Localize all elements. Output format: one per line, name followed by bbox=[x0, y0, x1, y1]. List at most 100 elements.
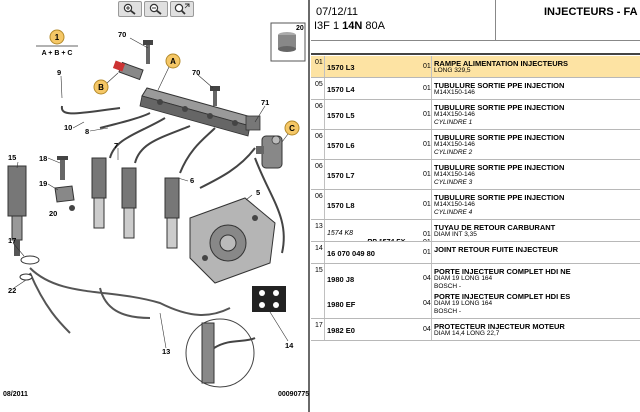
zoom-out-button[interactable] bbox=[144, 1, 168, 17]
part-reference[interactable]: 1982 E0 bbox=[327, 326, 355, 335]
zoom-toolbar bbox=[118, 1, 194, 19]
part-detail: DIAM 14,4 LONG 22,7 bbox=[434, 330, 500, 337]
label-15: 15 bbox=[8, 153, 16, 162]
label-71: 71 bbox=[261, 98, 269, 107]
callout-1: 1 A + B + C bbox=[36, 29, 78, 57]
svg-text:A + B + C: A + B + C bbox=[42, 50, 73, 57]
label-6: 6 bbox=[190, 176, 194, 185]
label-10: 10 bbox=[64, 123, 72, 132]
zoom-out-icon bbox=[149, 3, 162, 15]
part-reference[interactable]: 1980 EF bbox=[327, 300, 356, 309]
fuel-rail bbox=[139, 87, 261, 137]
part-name: TUBULURE SORTIE PPE INJECTION bbox=[434, 133, 565, 142]
part-reference[interactable]: 1570 L8 bbox=[327, 201, 355, 210]
part-quantity: 01 bbox=[423, 63, 431, 70]
part-reference[interactable]: 1570 L5 bbox=[327, 111, 355, 120]
part-quantity: 01 bbox=[423, 231, 431, 238]
part-name: JOINT RETOUR FUITE INJECTEUR bbox=[434, 245, 559, 254]
return-hose bbox=[29, 267, 231, 334]
row-index: 14 bbox=[315, 245, 323, 252]
callout-c: C bbox=[281, 120, 300, 143]
row-index: 06 bbox=[315, 163, 323, 170]
part-reference[interactable]: 1570 L4 bbox=[327, 85, 355, 94]
label-9: 9 bbox=[57, 68, 61, 77]
part-detail: M14X150-146 bbox=[434, 141, 475, 148]
part-quantity: 01 bbox=[423, 239, 431, 241]
part-quantity: 01 bbox=[423, 141, 431, 148]
label-70a: 70 bbox=[118, 30, 126, 39]
part-detail: M14X150-146 bbox=[434, 171, 475, 178]
part-name: TUYAU DE RETOUR CARBURANT bbox=[434, 223, 556, 232]
part-reference[interactable]: 1570 L7 bbox=[327, 171, 355, 180]
part-detail: LONG 329,5 bbox=[434, 67, 471, 74]
part-name: PORTE INJECTEUR COMPLET HDI NE bbox=[434, 267, 571, 276]
row-index: 15 bbox=[315, 267, 323, 274]
label-5: 5 bbox=[256, 188, 260, 197]
label-7: 7 bbox=[114, 141, 118, 150]
label-14: 14 bbox=[285, 341, 294, 350]
bolts-70 bbox=[143, 40, 220, 106]
part-reference[interactable]: 16 070 049 80 bbox=[327, 249, 375, 258]
part-name: PORTE INJECTEUR COMPLET HDI ES bbox=[434, 292, 571, 301]
part-quantity: 01 bbox=[423, 85, 431, 92]
parts-header: 07/12/11 INJECTEURS - FA I3F 1 14N 80A bbox=[311, 0, 640, 56]
part-detail: BOSCH - bbox=[434, 283, 462, 290]
inset-part-20 bbox=[270, 22, 306, 62]
zoom-in-button[interactable] bbox=[118, 1, 142, 17]
row-index: 17 bbox=[315, 322, 323, 329]
model-engine: 14N bbox=[342, 20, 363, 32]
label-17: 17 bbox=[8, 236, 16, 245]
label-19: 19 bbox=[39, 179, 47, 188]
part-quantity: 01 bbox=[423, 249, 431, 256]
part-detail: DIAM 19 LONG 164 bbox=[434, 275, 493, 282]
part-detail: DIAM 19 LONG 164 bbox=[434, 300, 493, 307]
part-name: PROTECTEUR INJECTEUR MOTEUR bbox=[434, 322, 565, 331]
label-70b: 70 bbox=[192, 68, 200, 77]
diagram-pane: 1 A + B + C A B C 70 9 70 71 8 10 7 bbox=[0, 0, 310, 412]
part-reference[interactable]: 1570 L6 bbox=[327, 141, 355, 150]
zoom-in-icon bbox=[123, 3, 136, 15]
callout-a: A bbox=[157, 53, 181, 91]
replacement-reference[interactable]: RP 1574 FX bbox=[367, 239, 405, 241]
model-code: I3F 1 14N 80A bbox=[314, 20, 385, 32]
label-20: 20 bbox=[49, 209, 57, 218]
part-detail: M14X150-146 bbox=[434, 111, 475, 118]
part-detail: DIAM INT 3,35 bbox=[434, 231, 477, 238]
part-quantity: 01 bbox=[423, 171, 431, 178]
small-parts bbox=[19, 156, 75, 281]
parts-pane: 07/12/11 INJECTEURS - FA I3F 1 14N 80A 0… bbox=[311, 0, 640, 412]
part-cylinder: CYLINDRE 4 bbox=[434, 209, 473, 216]
part-reference[interactable]: 1570 L3 bbox=[327, 63, 355, 72]
callout-b: B bbox=[93, 72, 119, 95]
label-18: 18 bbox=[39, 154, 47, 163]
svg-text:1: 1 bbox=[55, 33, 60, 42]
part-name: TUBULURE SORTIE PPE INJECTION bbox=[434, 103, 565, 112]
parts-row[interactable]: 14 JOINT RETOUR FUITE INJECTEUR 16 070 049… bbox=[311, 242, 640, 264]
label-22: 22 bbox=[8, 286, 16, 295]
sensor-b bbox=[112, 60, 144, 81]
row-index: 05 bbox=[315, 81, 323, 88]
diagram-reference: 00090775 bbox=[278, 391, 310, 398]
part-quantity: 01 bbox=[423, 201, 431, 208]
row-index: 01 bbox=[315, 59, 323, 66]
part-reference[interactable]: 1574 K8 bbox=[327, 230, 354, 237]
zoom-fit-button[interactable] bbox=[170, 1, 194, 17]
exploded-diagram: 1 A + B + C A B C 70 9 70 71 8 10 7 bbox=[7, 22, 306, 388]
diagram-date: 08/2011 bbox=[3, 391, 28, 398]
part-quantity: 04 bbox=[423, 300, 431, 307]
part-detail: M14X150-146 bbox=[434, 89, 475, 96]
model-prefix: I3F 1 bbox=[314, 20, 340, 32]
part-quantity: 01 bbox=[423, 111, 431, 118]
label-13: 13 bbox=[162, 347, 170, 356]
part-reference[interactable]: 1980 J8 bbox=[327, 275, 355, 284]
